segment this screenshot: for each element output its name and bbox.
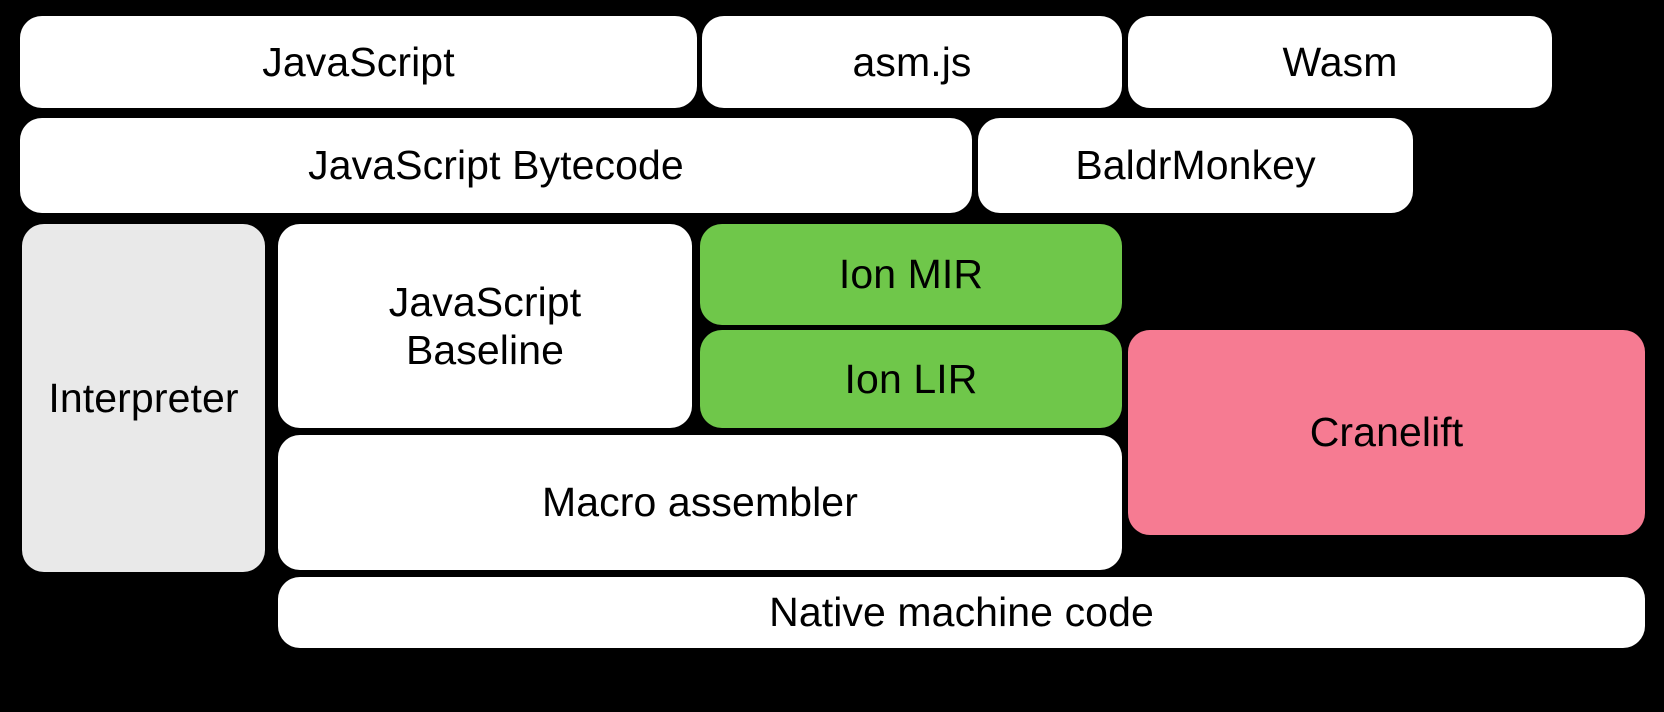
node-asm-js: asm.js: [702, 16, 1122, 108]
node-native-machine-code: Native machine code: [278, 577, 1645, 648]
node-javascript: JavaScript: [20, 16, 697, 108]
node-javascript-bytecode: JavaScript Bytecode: [20, 118, 972, 213]
node-interpreter: Interpreter: [22, 224, 265, 572]
node-cranelift: Cranelift: [1128, 330, 1645, 535]
node-wasm: Wasm: [1128, 16, 1552, 108]
node-macro-assembler: Macro assembler: [278, 435, 1122, 570]
node-javascript-baseline: JavaScript Baseline: [278, 224, 692, 428]
node-ion-lir: Ion LIR: [700, 330, 1122, 428]
node-ion-mir: Ion MIR: [700, 224, 1122, 325]
node-baldrmonkey: BaldrMonkey: [978, 118, 1413, 213]
